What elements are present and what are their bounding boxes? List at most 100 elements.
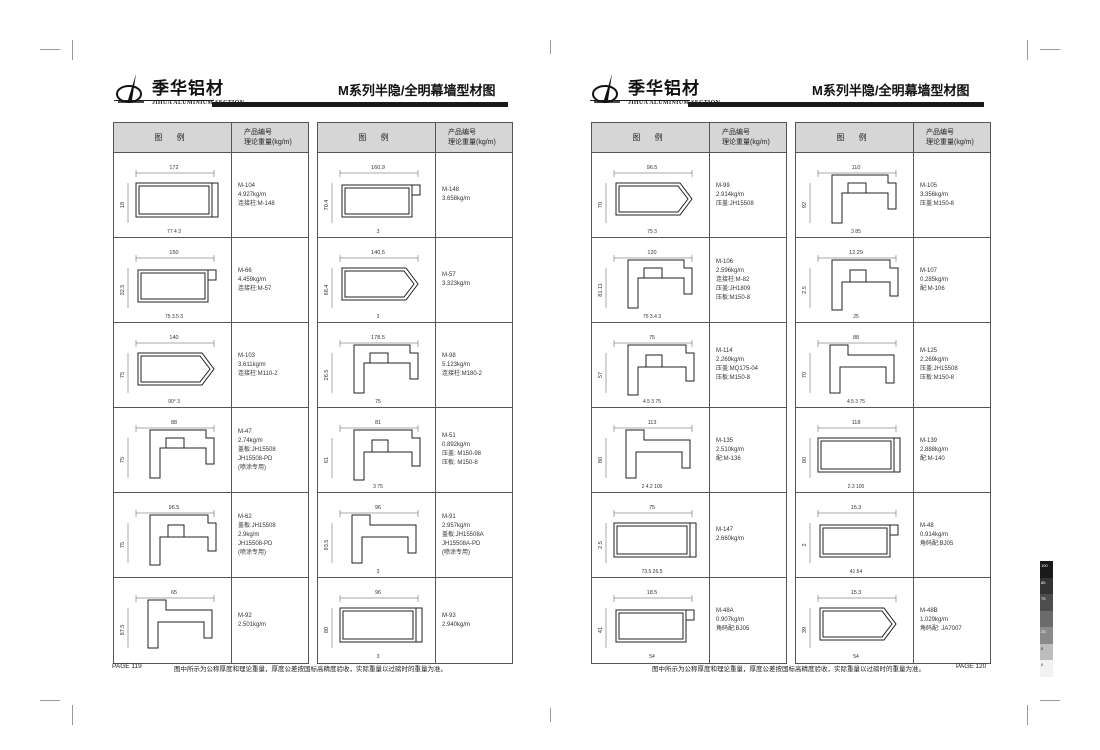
- dimension-label: 120: [647, 250, 656, 256]
- profile-section-diagram: 96.575: [120, 505, 217, 566]
- profile-info-line: M-48: [920, 522, 934, 529]
- dimension-label: 2: [802, 543, 808, 546]
- profile-info-line: M-139: [920, 437, 938, 444]
- brand-name-en: JIHUA ALUMINIUM SECTION: [152, 100, 245, 106]
- dimension-label: 4.5 3 75: [643, 399, 661, 405]
- color-swatch: 100: [1040, 561, 1053, 578]
- profile-info-line: 3.323kg/m: [442, 281, 471, 287]
- profile-info-line: M-47: [238, 428, 252, 435]
- header-info: 产品编号理论重量(kg/m): [914, 123, 990, 152]
- dimension-label: 2.3 100: [848, 484, 865, 490]
- header-product-code: 产品编号: [926, 128, 954, 136]
- dimension-label: 118: [852, 420, 861, 426]
- profile-info-line: M-93: [442, 612, 456, 619]
- profile-info-line: M-98: [442, 352, 456, 359]
- dimension-label: 68.4: [324, 285, 330, 296]
- dimension-label: 73.5 26.5: [642, 569, 663, 575]
- profile-info-line: 盖板:JH15508A: [442, 531, 484, 538]
- dimension-label: 54: [649, 654, 655, 660]
- dimension-label: 75 3.4 3: [643, 314, 661, 320]
- profile-info-line: (喷涂专用): [442, 549, 470, 556]
- dimension-label: 88: [171, 420, 177, 426]
- dimension-label: 54: [853, 654, 859, 660]
- profile-info-line: 压板:M150-8: [716, 294, 751, 301]
- dimension-label: 26.5: [324, 370, 330, 381]
- crop-mark: [1027, 705, 1028, 725]
- dimension-label: 15.3: [851, 505, 862, 511]
- brand-header: 季华铝材 JIHUA ALUMINIUM SECTION: [590, 72, 720, 106]
- profile-info-line: 2.914kg/m: [716, 191, 745, 198]
- header-figure: 图 例: [114, 123, 232, 152]
- profile-info-line: 压盖: M150-98: [442, 451, 482, 457]
- page-number: PAGE 119: [112, 663, 142, 670]
- dimension-label: 80: [598, 457, 604, 463]
- dimension-label: 96.5: [647, 165, 658, 171]
- table-header: 图 例产品编号理论重量(kg/m): [114, 123, 308, 153]
- dimension-label: 96: [375, 505, 381, 511]
- profile-info-line: M-125: [920, 348, 938, 354]
- profile-info-line: 4.459kg/m: [238, 276, 267, 283]
- header-info: 产品编号理论重量(kg/m): [710, 123, 786, 152]
- dimension-label: 87.5: [120, 625, 126, 636]
- profile-info-line: 盖板:JH15508: [238, 446, 276, 453]
- profile-info-line: 3.658kg/m: [442, 196, 471, 202]
- profile-info-line: 4.927kg/m: [238, 191, 267, 198]
- profile-info-line: M-135: [716, 437, 734, 444]
- profile-info-line: 2.888kg/m: [920, 446, 949, 453]
- dimension-label: 96.5: [169, 505, 180, 511]
- dimension-label: 3 75: [373, 484, 383, 490]
- dimension-label: 75: [120, 457, 126, 463]
- profile-section-diagram: 752.573.5 26.5: [598, 505, 697, 575]
- profile-info-line: 0.285kg/m: [920, 276, 949, 283]
- dimension-label: 140: [169, 335, 178, 341]
- profile-info-line: M-48B: [920, 608, 938, 614]
- crop-mark: [72, 40, 73, 60]
- header-figure: 图 例: [318, 123, 436, 152]
- dimension-label: 75 3: [647, 229, 657, 235]
- crop-mark: [40, 49, 60, 50]
- profile-info-line: 压板:M150-8: [716, 375, 751, 381]
- brand-header: 季华铝材 JIHUA ALUMINIUM SECTION: [114, 72, 244, 106]
- dimension-label: 2.5: [802, 286, 808, 294]
- header-theoretical-weight: 理论重量(kg/m): [722, 138, 770, 146]
- profile-info-line: 5.123kg/m: [442, 361, 471, 368]
- profile-info-line: 压板:M150-8: [920, 375, 955, 381]
- dimension-label: 4.5 3 75: [847, 399, 865, 405]
- crop-mark: [72, 705, 73, 725]
- brand-name: 季华铝材: [152, 79, 224, 98]
- dimension-label: 3: [377, 569, 380, 575]
- profile-info-line: 2.74kg/m: [238, 437, 263, 444]
- profile-info-line: 1.029kg/m: [920, 617, 949, 623]
- dimension-label: 96: [375, 590, 381, 596]
- dimension-label: 70: [598, 202, 604, 208]
- profile-info-line: 2.510kg/m: [716, 446, 745, 453]
